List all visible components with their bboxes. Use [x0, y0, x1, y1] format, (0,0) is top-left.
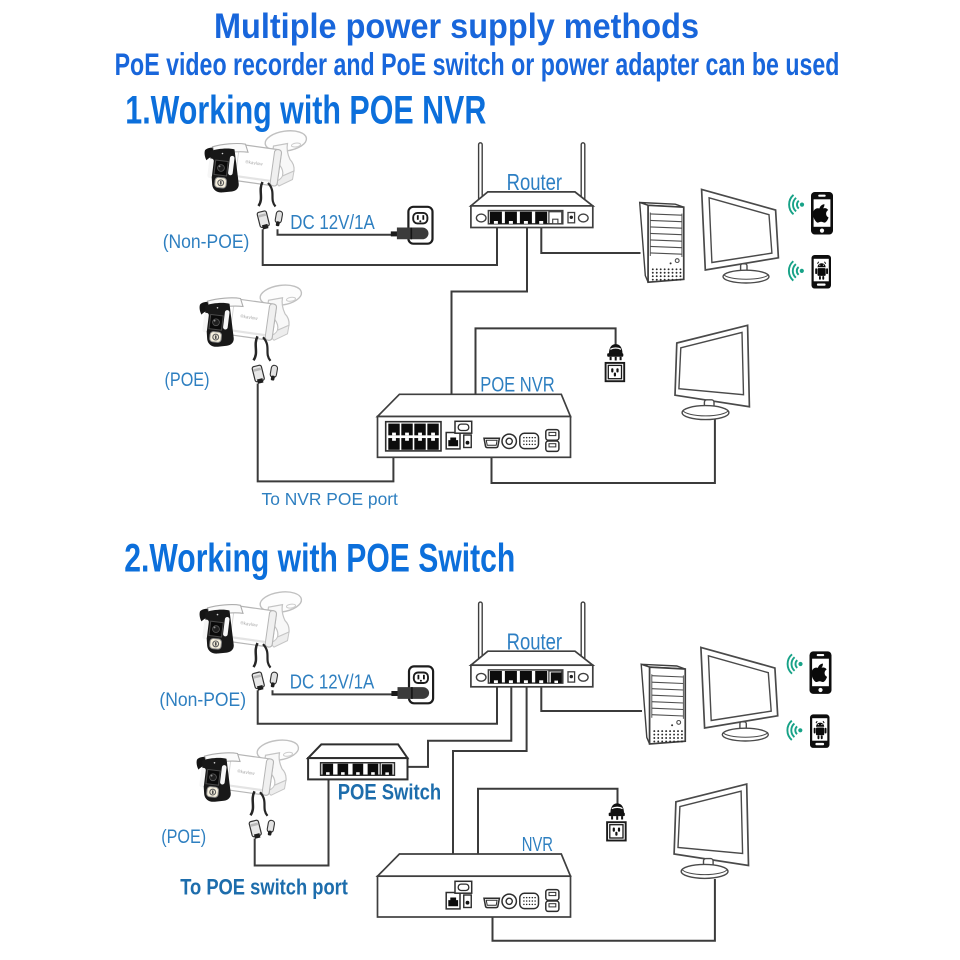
svg-text:(POE): (POE)	[161, 827, 206, 848]
svg-text:DC 12V/1A: DC 12V/1A	[290, 211, 375, 234]
svg-text:2.Working with POE Switch: 2.Working with POE Switch	[124, 537, 515, 581]
svg-text:NVR: NVR	[522, 833, 553, 856]
svg-text:(POE): (POE)	[165, 370, 210, 391]
svg-text:POE NVR: POE NVR	[480, 373, 554, 396]
svg-text:POE Switch: POE Switch	[338, 780, 442, 805]
svg-text:To POE switch port: To POE switch port	[180, 874, 348, 899]
svg-text:PoE video recorder and PoE swi: PoE video recorder and PoE switch or pow…	[115, 46, 840, 82]
svg-text:(Non-POE): (Non-POE)	[159, 690, 246, 711]
svg-text:Multiple power supply methods: Multiple power supply methods	[214, 7, 699, 46]
svg-text:1.Working with POE NVR: 1.Working with POE NVR	[125, 89, 486, 133]
svg-text:(Non-POE): (Non-POE)	[163, 232, 250, 253]
svg-text:To NVR POE port: To NVR POE port	[262, 489, 399, 509]
svg-text:DC 12V/1A: DC 12V/1A	[290, 671, 375, 694]
